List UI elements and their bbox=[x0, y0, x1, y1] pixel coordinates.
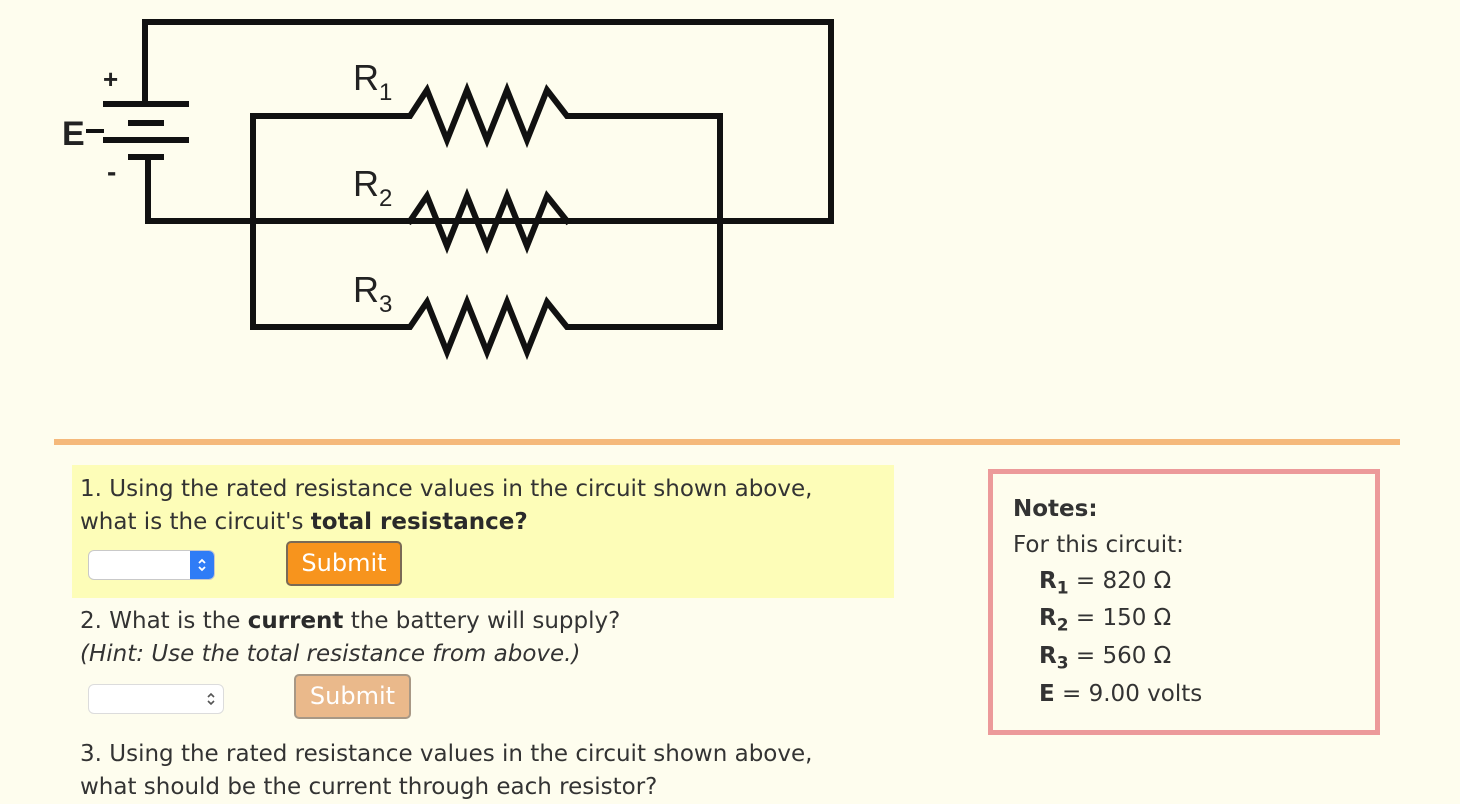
question-1-submit-button[interactable]: Submit bbox=[286, 541, 402, 586]
chevron-updown-icon[interactable] bbox=[190, 551, 214, 579]
section-divider bbox=[54, 439, 1400, 445]
battery-symbol bbox=[86, 101, 189, 160]
question-1-answer-select[interactable] bbox=[88, 550, 215, 580]
question-1-text: 1. Using the rated resistance values in … bbox=[80, 476, 813, 535]
battery-minus-label: - bbox=[107, 156, 116, 187]
note-r2: R2 = 150 Ω bbox=[1039, 605, 1172, 636]
wire-outer-loop bbox=[142, 19, 834, 224]
resistor-r2-wire bbox=[405, 187, 572, 255]
note-r1: R1 = 820 Ω bbox=[1039, 568, 1172, 599]
question-2-text: 2. What is the current the battery will … bbox=[80, 608, 621, 667]
resistor-r1-label: R1 bbox=[353, 57, 392, 106]
question-2-submit-button[interactable]: Submit bbox=[294, 674, 411, 719]
battery-plus-label: + bbox=[103, 64, 118, 94]
resistor-r1-wire bbox=[250, 81, 723, 149]
resistor-r3-label: R3 bbox=[353, 269, 392, 318]
circuit-diagram: + E - R1 R2 R3 bbox=[62, 19, 834, 361]
note-r3: R3 = 560 Ω bbox=[1039, 643, 1172, 674]
resistor-r3-wire bbox=[250, 293, 723, 361]
question-2-answer-select[interactable] bbox=[88, 684, 224, 714]
notes-title: Notes: bbox=[1013, 496, 1098, 522]
question-3-text: 3. Using the rated resistance values in … bbox=[80, 741, 813, 800]
chevron-updown-icon[interactable] bbox=[199, 685, 223, 713]
notes-box: Notes: For this circuit: R1 = 820 Ω R2 =… bbox=[988, 469, 1380, 735]
battery-label: E bbox=[62, 115, 85, 153]
resistor-r2-label: R2 bbox=[353, 163, 392, 212]
notes-subtitle: For this circuit: bbox=[1013, 532, 1184, 558]
note-e: E = 9.00 volts bbox=[1039, 681, 1203, 707]
question-2-hint: (Hint: Use the total resistance from abo… bbox=[80, 641, 581, 667]
